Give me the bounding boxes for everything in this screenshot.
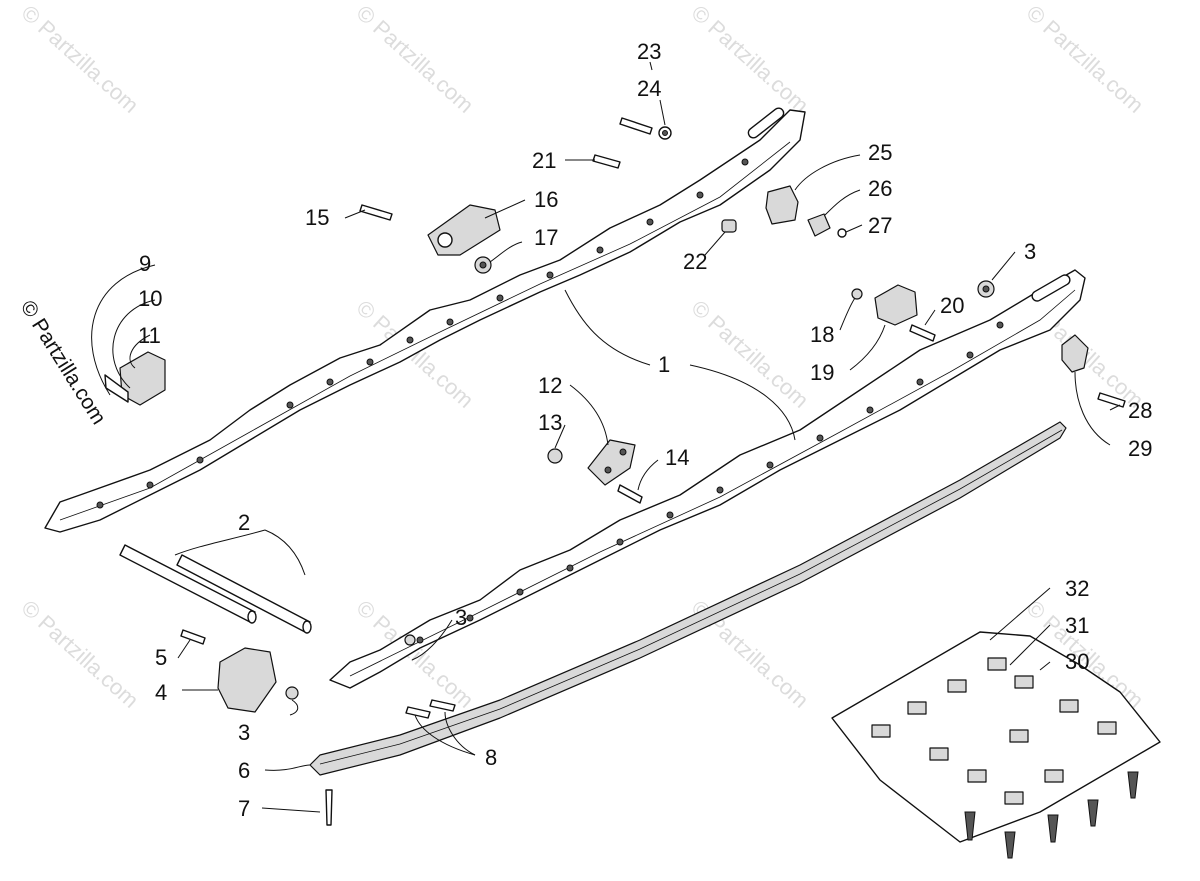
callout-31: 31 (1065, 613, 1089, 638)
watermark: © Partzilla.com (17, 0, 144, 118)
callout-22: 22 (683, 249, 707, 274)
callout-19: 19 (810, 360, 834, 385)
callout-11: 11 (138, 323, 161, 348)
callout-30: 30 (1065, 649, 1089, 674)
callout-18: 18 (810, 322, 834, 347)
slide-rail-groove (319, 429, 1063, 765)
track-section (831, 631, 1161, 859)
callout-23: 23 (637, 39, 661, 64)
right-rail-body (329, 269, 1086, 689)
callout-1: 1 (658, 352, 670, 377)
callout-20: 20 (940, 293, 964, 318)
callout-3: 3 (238, 720, 250, 745)
watermark: © Partzilla.com (1022, 0, 1149, 118)
callout-6: 6 (238, 758, 250, 783)
callout-21: 21 (532, 148, 556, 173)
callout-7: 7 (238, 796, 250, 821)
watermark: © Partzilla.com (352, 0, 479, 118)
right-rail-holes (416, 321, 1004, 644)
callout-17: 17 (534, 225, 558, 250)
watermark: © Partzilla.com (687, 0, 814, 118)
callout-9: 9 (139, 251, 151, 276)
left-rail-slot (747, 107, 785, 139)
right-rail (329, 269, 1086, 689)
callout-8: 8 (485, 745, 497, 770)
callout-3: 3 (455, 605, 467, 630)
callout-13: 13 (538, 410, 562, 435)
callout-4: 4 (155, 680, 167, 705)
callout-14: 14 (665, 445, 689, 470)
callout-27: 27 (868, 213, 892, 238)
track-clips (871, 657, 1117, 805)
track-belt (831, 631, 1161, 843)
slide-rail (309, 421, 1067, 776)
callout-10: 10 (138, 286, 162, 311)
callout-24: 24 (637, 76, 661, 101)
slide-rail-body (309, 421, 1067, 776)
left-rail-body (44, 109, 806, 533)
right-rail-edge (349, 289, 1076, 677)
left-rail-holes (96, 158, 749, 509)
leader-lines (91, 61, 1121, 813)
callout-3: 3 (1024, 239, 1036, 264)
right-rail-slot (1031, 274, 1071, 302)
track-lugs (964, 771, 1139, 859)
callout-5: 5 (155, 645, 167, 670)
callout-16: 16 (534, 187, 558, 212)
left-rail (44, 107, 806, 533)
hardware (104, 117, 1126, 826)
callout-2: 2 (238, 510, 250, 535)
callout-29: 29 (1128, 436, 1152, 461)
callout-32: 32 (1065, 576, 1089, 601)
watermark: © Partzilla.com (17, 595, 144, 713)
left-rail-edge (59, 141, 791, 521)
cross-shafts (119, 544, 312, 634)
callout-25: 25 (868, 140, 892, 165)
callout-15: 15 (305, 205, 329, 230)
callout-28: 28 (1128, 398, 1152, 423)
side-watermark: © Partzilla.com (16, 296, 110, 428)
callouts: 1 2 3 3 3 4 5 6 7 8 9 10 11 12 13 14 15 … (138, 39, 1152, 821)
callout-12: 12 (538, 373, 562, 398)
callout-26: 26 (868, 176, 892, 201)
watermark: © Partzilla.com (687, 295, 814, 413)
